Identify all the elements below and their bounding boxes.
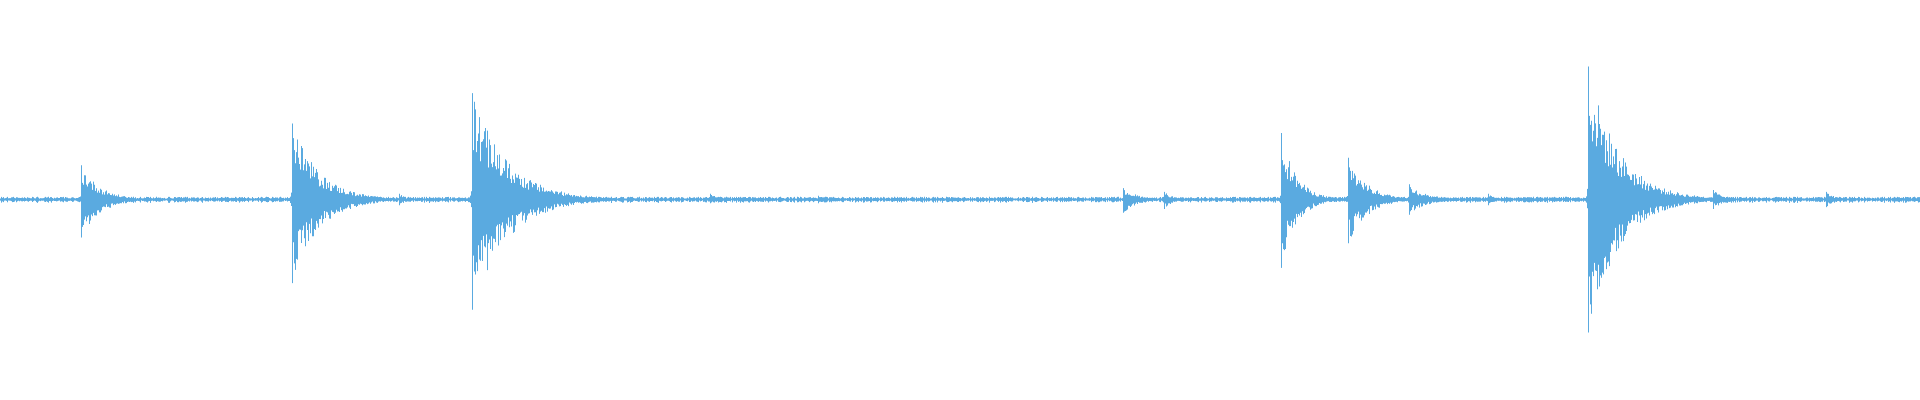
waveform-samples [0,66,1920,333]
